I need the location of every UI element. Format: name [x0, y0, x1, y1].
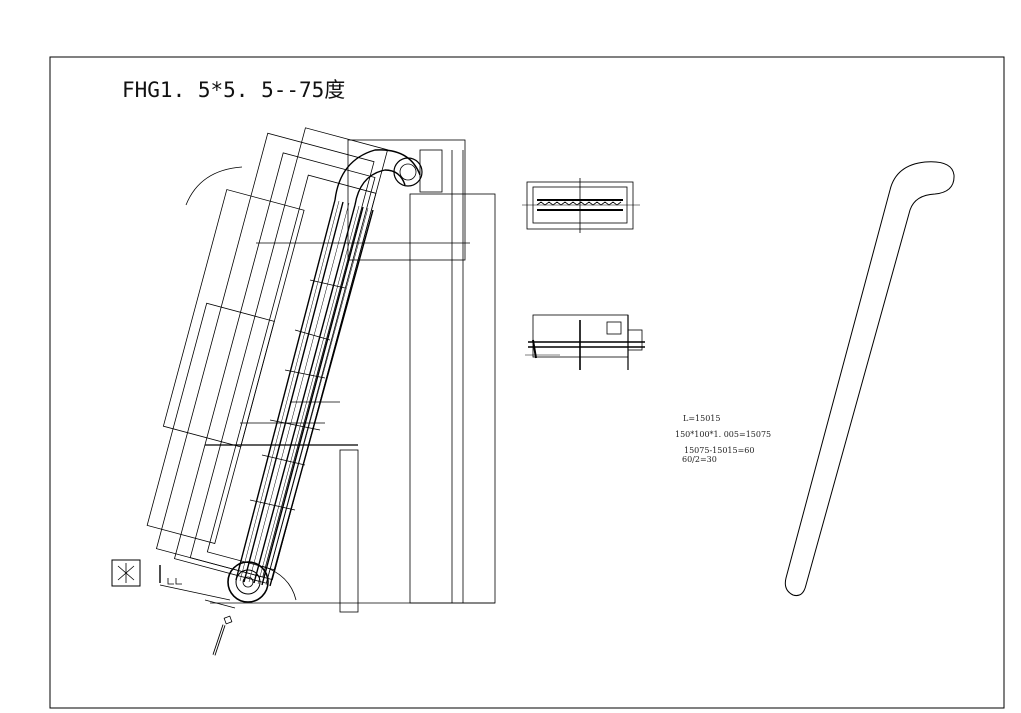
drawing-border	[49, 56, 1005, 709]
section-view-bottom	[525, 314, 645, 370]
drawing-title: FHG1. 5*5. 5--75度	[122, 78, 346, 102]
section-view-top	[522, 178, 640, 233]
calc-line-2: 150*100*1. 005=15075	[675, 430, 772, 439]
elevator-elevation-view	[111, 127, 496, 656]
conveyor-path-outline	[784, 161, 955, 596]
calc-line-4: 60/2=30	[682, 455, 717, 464]
calc-line-3: 15075-15015=60	[684, 446, 755, 455]
calc-line-1: L=15015	[683, 414, 721, 423]
